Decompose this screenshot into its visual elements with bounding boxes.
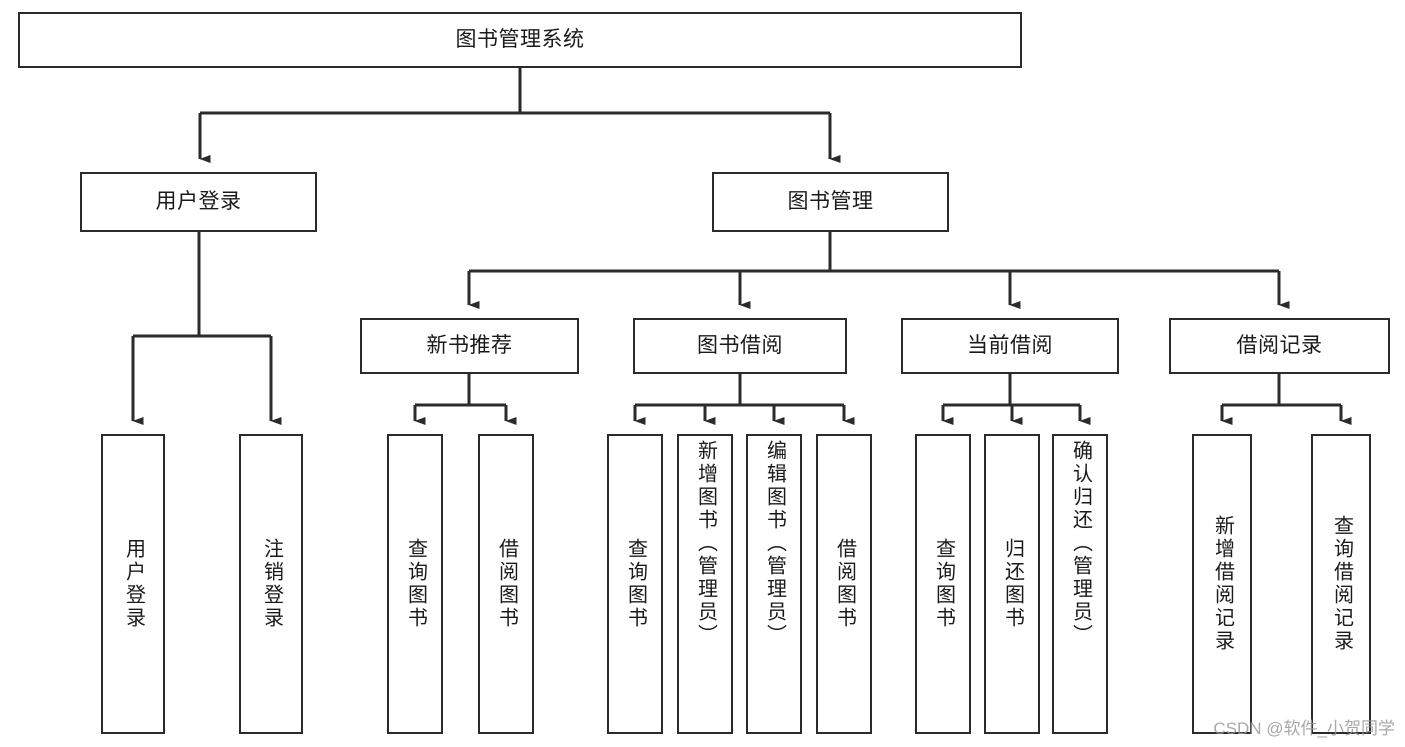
node-label-leaf-add-borrow-record: 新增借阅记录 <box>1211 515 1234 653</box>
node-label-leaf-edit-book-admin: 编辑图书（管理员） <box>763 440 786 647</box>
node-label-book-borrow: 图书借阅 <box>697 334 783 358</box>
node-label-leaf-add-book-admin: 新增图书（管理员） <box>694 440 717 647</box>
node-label-leaf-query-book-2: 查询图书 <box>624 538 647 630</box>
node-label-leaf-logout: 注销登录 <box>260 538 283 630</box>
node-current-borrow[interactable]: 当前借阅 <box>901 318 1119 374</box>
node-leaf-query-book-1[interactable]: 查询图书 <box>387 434 443 734</box>
node-leaf-query-book-3[interactable]: 查询图书 <box>915 434 971 734</box>
node-label-root: 图书管理系统 <box>455 28 585 52</box>
node-label-borrow-record: 借阅记录 <box>1236 334 1323 358</box>
node-leaf-borrow-book-1[interactable]: 借阅图书 <box>478 434 534 734</box>
node-leaf-borrow-book-2[interactable]: 借阅图书 <box>816 434 872 734</box>
node-label-current-borrow: 当前借阅 <box>967 334 1053 358</box>
node-borrow-record[interactable]: 借阅记录 <box>1169 318 1390 374</box>
node-book-management[interactable]: 图书管理 <box>712 172 949 232</box>
node-leaf-add-book-admin[interactable]: 新增图书（管理员） <box>677 434 733 734</box>
node-label-leaf-query-book-3: 查询图书 <box>932 538 955 630</box>
node-label-leaf-borrow-book-1: 借阅图书 <box>495 538 518 630</box>
node-root[interactable]: 图书管理系统 <box>18 12 1022 68</box>
node-label-user-login: 用户登录 <box>155 190 242 214</box>
node-label-leaf-return-book: 归还图书 <box>1001 538 1024 630</box>
node-book-borrow[interactable]: 图书借阅 <box>633 318 847 374</box>
node-leaf-query-borrow-record[interactable]: 查询借阅记录 <box>1311 434 1371 734</box>
node-label-leaf-query-book-1: 查询图书 <box>404 538 427 630</box>
node-leaf-user-login[interactable]: 用户登录 <box>101 434 165 734</box>
node-label-leaf-user-login: 用户登录 <box>122 538 145 630</box>
node-leaf-confirm-return-admin[interactable]: 确认归还（管理员） <box>1052 434 1108 734</box>
node-label-leaf-confirm-return-admin: 确认归还（管理员） <box>1069 440 1092 647</box>
node-leaf-add-borrow-record[interactable]: 新增借阅记录 <box>1192 434 1252 734</box>
node-leaf-edit-book-admin[interactable]: 编辑图书（管理员） <box>746 434 802 734</box>
node-new-book-recommend[interactable]: 新书推荐 <box>360 318 579 374</box>
node-label-leaf-query-borrow-record: 查询借阅记录 <box>1330 515 1353 653</box>
node-label-new-book-recommend: 新书推荐 <box>426 334 513 358</box>
node-user-login[interactable]: 用户登录 <box>80 172 317 232</box>
node-leaf-query-book-2[interactable]: 查询图书 <box>607 434 663 734</box>
node-leaf-return-book[interactable]: 归还图书 <box>984 434 1040 734</box>
node-label-book-management: 图书管理 <box>787 190 874 214</box>
node-leaf-logout[interactable]: 注销登录 <box>239 434 303 734</box>
node-label-leaf-borrow-book-2: 借阅图书 <box>833 538 856 630</box>
